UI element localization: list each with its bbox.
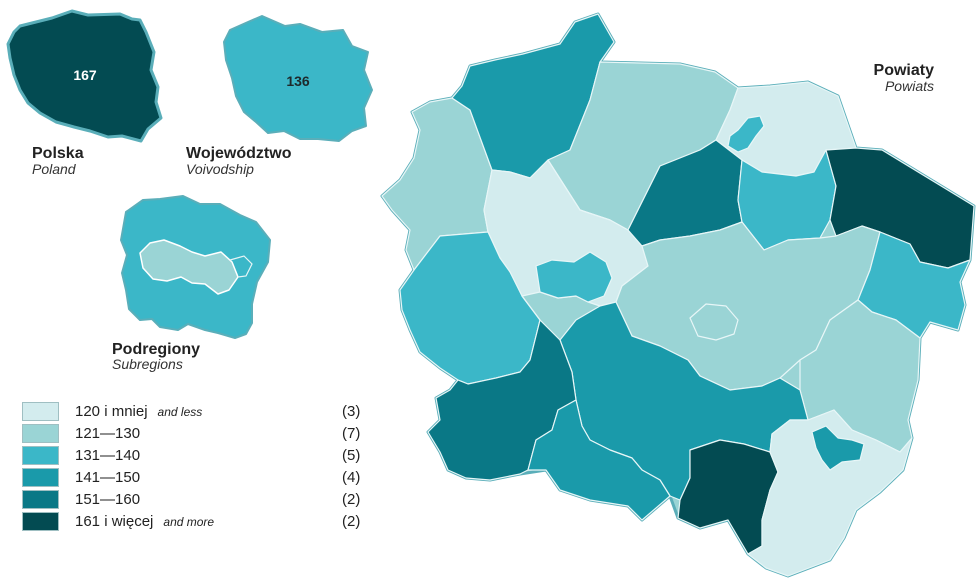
powiat-southeast-pale xyxy=(747,409,913,577)
legend-range: 131—140 xyxy=(75,447,141,464)
subregions-map xyxy=(120,195,271,339)
legend-count: (7) xyxy=(342,425,361,442)
poland-sublabel: Poland xyxy=(32,161,76,177)
powiat-south xyxy=(527,399,671,521)
legend-note: and more xyxy=(163,515,215,529)
powiats-sublabel: Powiats xyxy=(884,78,934,94)
poland-shape xyxy=(6,9,163,143)
subregion-divider xyxy=(229,255,253,278)
legend-row: 131—140 (5) xyxy=(22,445,382,466)
legend-range: 141—150 xyxy=(75,469,141,486)
legend-swatch xyxy=(22,424,59,443)
legend-count: (5) xyxy=(342,447,361,464)
legend-count: (2) xyxy=(342,491,361,508)
powiat-city-outline xyxy=(689,303,739,341)
subregion-inner-shape xyxy=(139,239,239,295)
voivodship-label: Województwo xyxy=(186,145,292,162)
voivodship-sublabel: Voivodship xyxy=(186,161,254,177)
voivodship-map: 136 xyxy=(223,15,373,142)
legend-row: 141—150 (4) xyxy=(22,467,382,488)
poland-map: 167 xyxy=(6,9,163,143)
legend-range: 151—160 xyxy=(75,491,141,508)
legend-swatch xyxy=(22,468,59,487)
subregions-sublabel: Subregions xyxy=(112,356,183,372)
subregions-label: Podregiony xyxy=(112,341,201,358)
legend-note: and less xyxy=(157,405,203,419)
powiat-small-enclave-north xyxy=(727,115,765,153)
legend-count: (4) xyxy=(342,469,361,486)
powiat-center-enclave xyxy=(535,251,613,303)
legend-row: 121—130 (7) xyxy=(22,423,382,444)
legend-swatch xyxy=(22,490,59,509)
legend-swatch xyxy=(22,446,59,465)
voivodship-shape xyxy=(223,15,373,142)
poland-value: 167 xyxy=(73,67,97,83)
poland-label: Polska xyxy=(32,145,84,162)
legend-swatch xyxy=(22,512,59,531)
legend-count: (3) xyxy=(342,403,361,420)
powiat-southeast-enclave xyxy=(811,425,865,471)
legend-row: 151—160 (2) xyxy=(22,489,382,510)
legend-swatch xyxy=(22,402,59,421)
powiats-map xyxy=(380,12,976,578)
powiats-label: Powiaty xyxy=(873,62,934,79)
legend-count: (2) xyxy=(342,513,361,530)
voivodship-value: 136 xyxy=(286,73,310,89)
legend-range: 121—130 xyxy=(75,425,141,442)
